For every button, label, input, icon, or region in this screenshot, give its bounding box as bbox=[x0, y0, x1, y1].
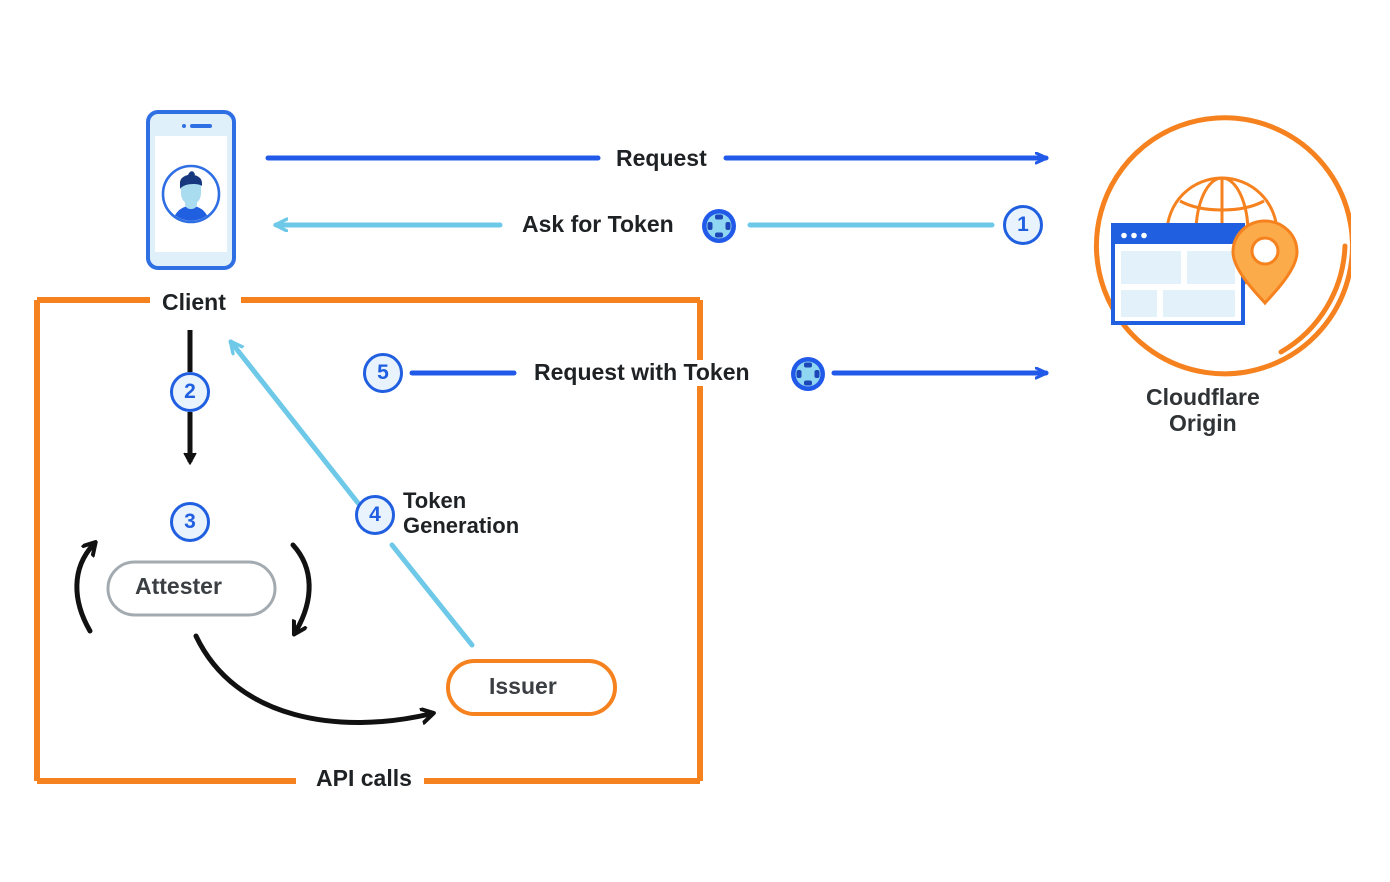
private-access-token-icon bbox=[791, 357, 825, 391]
flow-attester-loop-arrows bbox=[74, 545, 430, 725]
browser-window-icon bbox=[1111, 223, 1245, 325]
issuer-label: Issuer bbox=[489, 673, 557, 699]
step-badge-4: 4 bbox=[355, 495, 395, 535]
step-badge-5: 5 bbox=[363, 353, 403, 393]
cloudflare-origin-line-2: Origin bbox=[1169, 409, 1237, 436]
private-access-token-icon bbox=[702, 209, 736, 243]
phone-speaker-bar bbox=[190, 124, 212, 128]
token-generation-label: Token Generation bbox=[403, 488, 520, 538]
attester-label: Attester bbox=[135, 573, 222, 599]
request-with-token-flow-label: Request with Token bbox=[524, 359, 760, 386]
step-badge-1: 1 bbox=[1003, 205, 1043, 245]
ask-for-token-flow-label: Ask for Token bbox=[512, 211, 684, 238]
step-badge-3: 3 bbox=[170, 502, 210, 542]
step-badge-2: 2 bbox=[170, 372, 210, 412]
issuer-node bbox=[446, 659, 617, 716]
map-pin-icon bbox=[1231, 219, 1299, 306]
token-generation-line-2: Generation bbox=[403, 512, 520, 538]
origin-artwork bbox=[1111, 176, 1299, 325]
mobile-phone-icon bbox=[146, 110, 236, 270]
api-calls-group-label: API calls bbox=[306, 765, 422, 792]
phone-camera-dot bbox=[182, 124, 186, 128]
flow-token-generation-arrow bbox=[228, 339, 475, 648]
client-label: Client bbox=[152, 289, 236, 316]
request-flow-label: Request bbox=[606, 145, 717, 172]
cloudflare-origin-line-1: Cloudflare bbox=[1146, 384, 1260, 410]
token-generation-line-1: Token bbox=[403, 488, 467, 513]
cloudflare-origin-label: Cloudflare Origin bbox=[1146, 384, 1260, 437]
user-avatar-icon bbox=[161, 164, 221, 224]
attester-node bbox=[106, 560, 277, 617]
phone-screen bbox=[155, 136, 227, 252]
